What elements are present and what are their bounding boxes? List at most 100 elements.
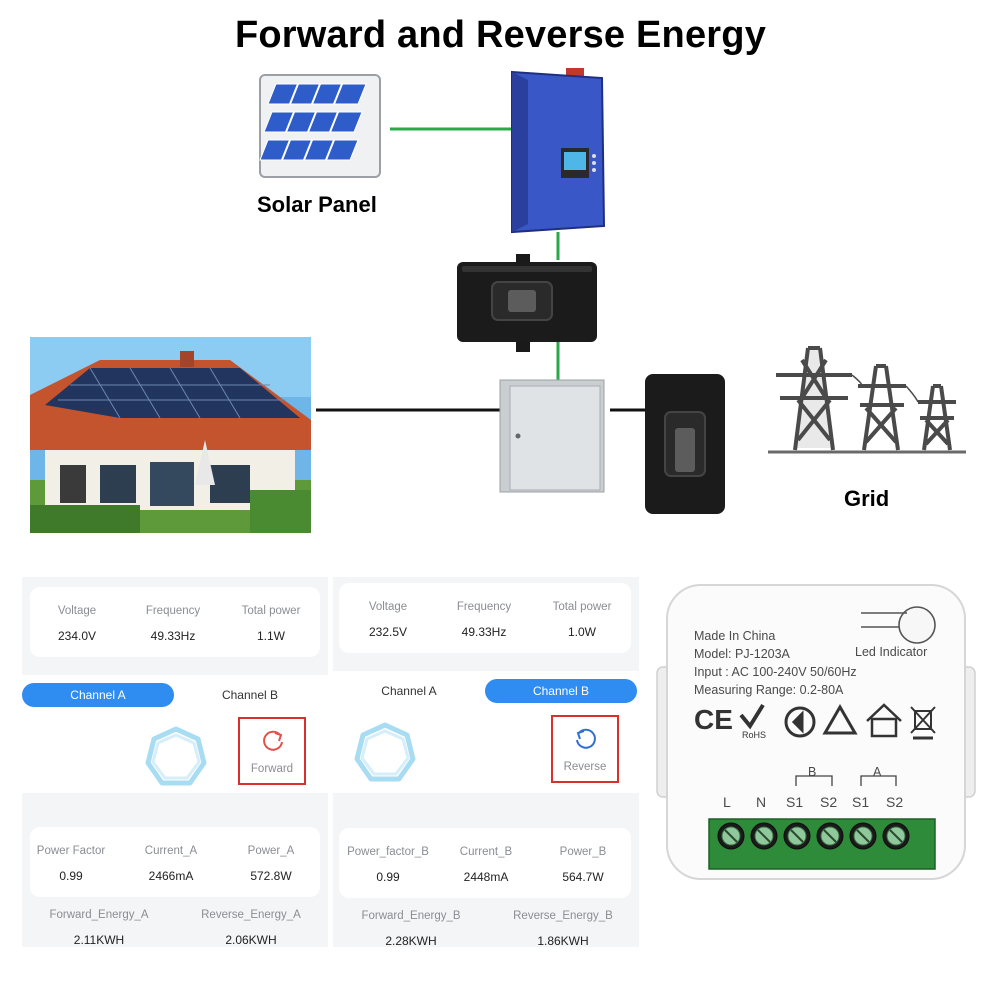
tab-channel-b[interactable]: Channel B [485, 679, 637, 703]
device-model: Model: PJ-1203A [694, 647, 790, 661]
status-ring-icon [145, 726, 207, 786]
power-factor-value: 0.99 [59, 869, 83, 883]
power-metric: Power_A 572.8W [216, 845, 326, 883]
total-power-label: Total power [552, 601, 612, 613]
page-title: Forward and Reverse Energy [234, 14, 767, 56]
voltage-metric: Voltage 232.5V [333, 601, 443, 639]
terminal-b-s1: S1 [786, 794, 804, 810]
power-factor-value: 0.99 [376, 870, 400, 884]
total-power-value: 1.1W [256, 629, 285, 643]
forward-energy-metric: Forward_Energy_A 2.11KWH [14, 909, 184, 947]
total-power-value: 1.0W [567, 625, 596, 639]
house-photo [30, 337, 311, 533]
channel-card: Channel A Channel B Forward [22, 675, 328, 793]
voltage-label: Voltage [368, 601, 408, 613]
direction-button-forward[interactable]: Forward [238, 717, 306, 785]
reverse-energy-label: Reverse_Energy_A [201, 909, 301, 921]
forward-energy-value: 2.28KWH [385, 934, 437, 948]
terminal-l: L [723, 794, 731, 810]
forward-energy-metric: Forward_Energy_B 2.28KWH [326, 910, 496, 948]
grid-tower-icon [768, 346, 966, 454]
power-value: 572.8W [250, 869, 292, 883]
reverse-energy-metric: Reverse_Energy_B 1.86KWH [478, 910, 648, 948]
ce-mark: CE [694, 704, 733, 735]
direction-label: Reverse [563, 761, 607, 773]
frequency-label: Frequency [145, 605, 201, 617]
channel-metrics-card: Power Factor 0.99 Current_A 2466mA Power… [30, 827, 320, 897]
solar-panel-label: Solar Panel [257, 192, 377, 217]
frequency-label: Frequency [456, 601, 512, 613]
tab-channel-b[interactable]: Channel B [221, 688, 279, 702]
frequency-value: 49.33Hz [150, 629, 196, 643]
reverse-energy-value: 2.06KWH [225, 933, 277, 947]
terminal-b-s2: S2 [820, 794, 838, 810]
current-metric: Current_A 2466mA [116, 845, 226, 883]
device-input: Input : AC 100-240V 50/60Hz [694, 665, 857, 679]
channel-metrics-card: Power_factor_B 0.99 Current_B 2448mA Pow… [339, 828, 631, 898]
terminal-a-s2: S2 [886, 794, 904, 810]
forward-energy-label: Forward_Energy_A [49, 909, 149, 921]
voltage-label: Voltage [57, 605, 97, 617]
recycle-arrows-icon [822, 703, 858, 735]
inverter-icon [511, 68, 606, 234]
current-label: Current_B [459, 846, 513, 858]
rohs-mark: RoHS [742, 730, 767, 740]
app-panel-channel-b: Voltage 232.5V Frequency 49.33Hz Total p… [333, 577, 639, 948]
check-icon [739, 703, 765, 730]
current-label: Current_A [144, 845, 198, 857]
voltage-metric: Voltage 234.0V [22, 605, 132, 643]
status-ring-icon [354, 722, 416, 782]
solar-panel-icon [259, 74, 381, 178]
direction-button-reverse[interactable]: Reverse [551, 715, 619, 783]
summary-card: Voltage 234.0V Frequency 49.33Hz Total p… [30, 587, 320, 657]
app-panel-channel-a: Voltage 234.0V Frequency 49.33Hz Total p… [22, 577, 328, 947]
power-factor-metric: Power_factor_B 0.99 [333, 846, 443, 884]
power-factor-label: Power_factor_B [347, 846, 429, 858]
terminal-a-s1: S1 [852, 794, 870, 810]
power-factor-metric: Power Factor 0.99 [16, 845, 126, 883]
terminal-group-b: B [808, 765, 817, 779]
energy-flow-diagram [30, 68, 966, 533]
weee-bin-icon [910, 706, 936, 740]
device-range: Measuring Range: 0.2-80A [694, 683, 844, 697]
tab-channel-a[interactable]: Channel A [381, 684, 437, 698]
frequency-metric: Frequency 49.33Hz [118, 605, 228, 643]
current-value: 2466mA [148, 869, 194, 883]
reverse-energy-metric: Reverse_Energy_A 2.06KWH [166, 909, 336, 947]
led-indicator-label: Led Indicator [855, 645, 928, 659]
tab-channel-a[interactable]: Channel A [22, 683, 174, 707]
total-power-label: Total power [241, 605, 301, 617]
channel-card: Channel A Channel B Reverse [333, 671, 639, 793]
frequency-value: 49.33Hz [461, 625, 507, 639]
home-icon [866, 703, 902, 738]
distribution-box-icon [499, 379, 605, 493]
device-origin: Made In China [694, 629, 776, 643]
current-metric: Current_B 2448mA [431, 846, 541, 884]
forward-energy-value: 2.11KWH [73, 933, 125, 947]
ct-clamp-icon-right [645, 374, 725, 514]
grid-label: Grid [844, 486, 890, 511]
terminal-group-a: A [873, 765, 882, 779]
total-power-metric: Total power 1.0W [527, 601, 637, 639]
power-label: Power_B [559, 846, 607, 858]
terminal-n: N [756, 794, 767, 810]
current-value: 2448mA [463, 870, 509, 884]
summary-card: Voltage 232.5V Frequency 49.33Hz Total p… [339, 583, 631, 653]
direction-label: Forward [250, 763, 294, 775]
voltage-value: 234.0V [57, 629, 97, 643]
forward-energy-label: Forward_Energy_B [361, 910, 461, 922]
reverse-energy-value: 1.86KWH [537, 934, 589, 948]
power-factor-label: Power Factor [36, 845, 106, 857]
recycle-icon [784, 706, 816, 738]
refresh-clockwise-icon [263, 730, 283, 751]
frequency-metric: Frequency 49.33Hz [429, 601, 539, 639]
refresh-counterclockwise-icon [576, 728, 596, 749]
power-label: Power_A [247, 845, 295, 857]
energy-meter-device [656, 584, 976, 880]
power-value: 564.7W [562, 870, 604, 884]
reverse-energy-label: Reverse_Energy_B [513, 910, 613, 922]
power-metric: Power_B 564.7W [528, 846, 638, 884]
ct-clamp-icon-upper [457, 254, 597, 352]
voltage-value: 232.5V [368, 625, 408, 639]
total-power-metric: Total power 1.1W [216, 605, 326, 643]
